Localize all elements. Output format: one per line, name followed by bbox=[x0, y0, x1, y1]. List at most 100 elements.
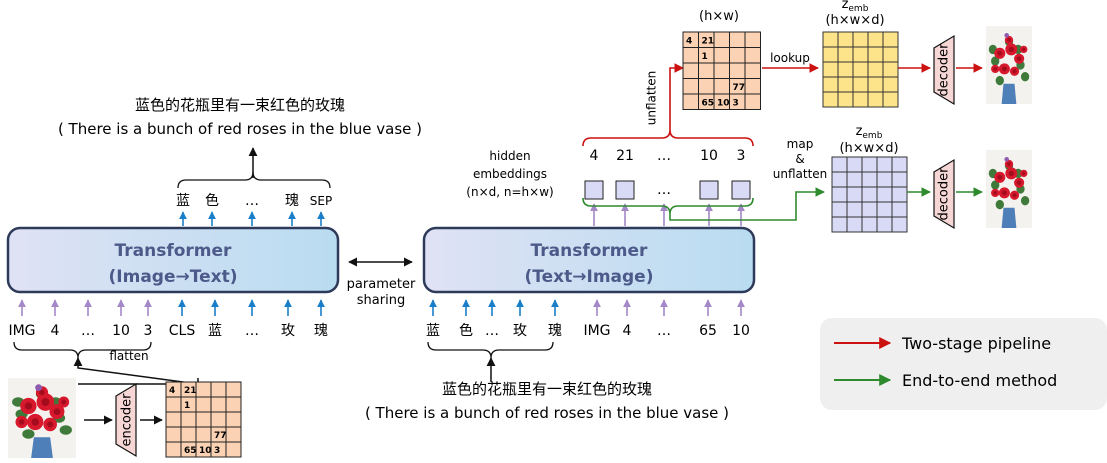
transformer-right-subtitle: (Text→Image) bbox=[525, 267, 654, 287]
blue-vase bbox=[1001, 207, 1017, 228]
zemb-cell bbox=[846, 156, 863, 173]
zemb-cell bbox=[822, 76, 839, 93]
leaf bbox=[991, 56, 1000, 66]
grid-top-label: (h×w) bbox=[699, 9, 739, 24]
zemb-mid-dims: (h×w×d) bbox=[839, 141, 898, 156]
grid-value: 10 bbox=[199, 446, 212, 456]
left-output-token: 瑰 bbox=[285, 193, 299, 209]
leaf bbox=[995, 75, 1004, 86]
zemb-cell bbox=[837, 46, 854, 63]
rose-image-output-mid bbox=[986, 150, 1032, 228]
decoder-mid bbox=[933, 158, 955, 230]
zemb-cell bbox=[891, 156, 908, 173]
legend-box bbox=[820, 318, 1107, 410]
leaf bbox=[991, 180, 1000, 190]
grid-cell bbox=[682, 47, 699, 64]
right-input-token: 色 bbox=[459, 322, 473, 339]
red-brace bbox=[582, 129, 754, 147]
flatten-label: flatten bbox=[109, 349, 148, 363]
zemb-cell bbox=[891, 201, 908, 218]
blue-vase bbox=[31, 437, 53, 458]
right-input-token: 玫 bbox=[513, 323, 527, 339]
rose-center bbox=[1007, 162, 1011, 166]
hidden-embedding-boxes: … bbox=[584, 180, 751, 226]
transformer-left-title: Transformer bbox=[115, 241, 233, 261]
blue-vase bbox=[1001, 83, 1017, 104]
hidden-token: 3 bbox=[737, 148, 746, 164]
zemb-cell bbox=[822, 31, 839, 48]
output-brace bbox=[177, 171, 331, 189]
zemb-cell bbox=[837, 91, 854, 108]
zemb-cell bbox=[882, 46, 899, 63]
zemb-cell bbox=[876, 216, 893, 233]
hidden-token: 21 bbox=[616, 148, 634, 164]
grid-cell bbox=[165, 396, 182, 413]
zemb-cell bbox=[822, 46, 839, 63]
zemb-cell bbox=[867, 46, 884, 63]
green-brace bbox=[582, 197, 754, 215]
right-input-token: … bbox=[657, 323, 671, 339]
left-caption-en: ( There is a bunch of red roses in the b… bbox=[58, 120, 422, 138]
zemb-cell bbox=[852, 31, 869, 48]
hidden-token: 4 bbox=[590, 148, 599, 164]
zemb-top-z: zemb bbox=[842, 0, 869, 14]
right-input-token: 瑰 bbox=[548, 323, 562, 339]
hidden-token: 10 bbox=[700, 148, 718, 164]
rose-center bbox=[53, 408, 61, 415]
grid-cell bbox=[682, 78, 699, 95]
left-output-token: … bbox=[245, 193, 259, 209]
left-output-token: 蓝 bbox=[176, 193, 190, 209]
flatten-arrow bbox=[73, 357, 199, 385]
hidden-box bbox=[615, 180, 635, 200]
left-input-token: 3 bbox=[144, 323, 153, 339]
left-input-token: … bbox=[245, 323, 259, 339]
zemb-cell bbox=[837, 61, 854, 78]
rose-center bbox=[1007, 38, 1011, 42]
zemb-grid-mid bbox=[831, 156, 908, 233]
zemb-cell bbox=[891, 171, 908, 188]
unflatten-label: unflatten bbox=[645, 71, 659, 126]
leaf bbox=[1020, 72, 1030, 82]
zemb-top-dims: (h×w×d) bbox=[825, 13, 884, 28]
grid-value: 1 bbox=[184, 401, 190, 411]
rose-center bbox=[1022, 47, 1026, 52]
rose-image-input bbox=[8, 378, 76, 458]
zemb-cell bbox=[861, 156, 878, 173]
purple-flower bbox=[1004, 157, 1009, 162]
grid-cell bbox=[195, 411, 212, 428]
grid-value: 10 bbox=[717, 99, 730, 109]
rose-center bbox=[1022, 171, 1026, 176]
map-green-arrow bbox=[669, 187, 825, 221]
grid-cell bbox=[180, 411, 197, 428]
grid-cell bbox=[713, 78, 730, 95]
zemb-cell bbox=[852, 76, 869, 93]
bottom-caption-en: ( There is a bunch of red roses in the b… bbox=[365, 404, 729, 422]
zemb-cell bbox=[876, 201, 893, 218]
grid-value: 21 bbox=[184, 386, 197, 396]
grid-value: 21 bbox=[702, 37, 715, 47]
grid-cell bbox=[225, 411, 242, 428]
grid-value: 65 bbox=[702, 99, 715, 109]
leaf bbox=[59, 425, 72, 435]
left-input-token: … bbox=[81, 323, 95, 339]
leaf bbox=[22, 429, 35, 439]
grid-value: 4 bbox=[169, 386, 175, 396]
grid-cell bbox=[195, 381, 212, 398]
hidden-box bbox=[699, 180, 719, 200]
rose-center bbox=[993, 191, 998, 195]
rose-center bbox=[61, 399, 67, 405]
zemb-cell bbox=[867, 31, 884, 48]
zemb-cell bbox=[876, 186, 893, 203]
grid-cell bbox=[744, 31, 761, 48]
encoder-label: encoder bbox=[120, 393, 135, 447]
zemb-cell bbox=[882, 91, 899, 108]
rose-center bbox=[41, 398, 50, 406]
left-output-token: SEP bbox=[310, 194, 332, 208]
zemb-cell bbox=[867, 76, 884, 93]
grid-cell bbox=[195, 396, 212, 413]
left-input-token: 瑰 bbox=[314, 323, 328, 339]
left-input-token: CLS bbox=[169, 323, 196, 339]
